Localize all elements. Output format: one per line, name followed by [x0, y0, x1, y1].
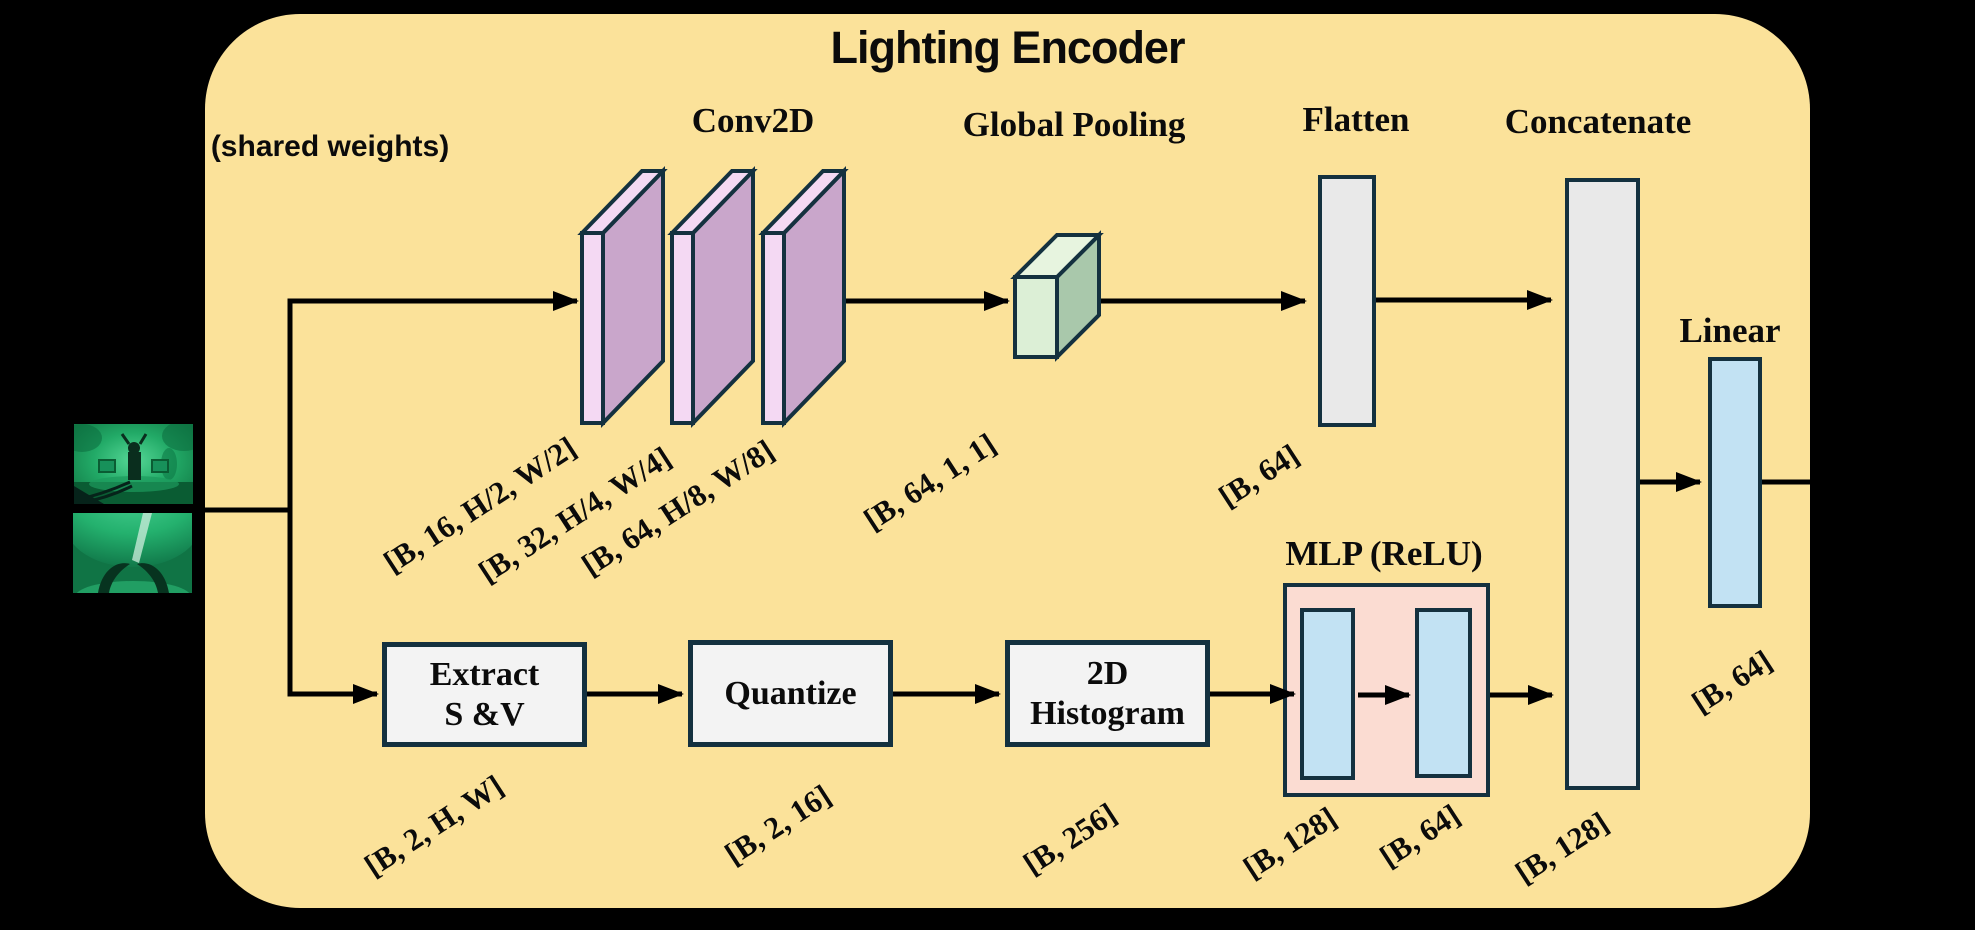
stage-label-mlp: MLP (ReLU)	[1285, 534, 1483, 573]
mlp-hidden-bar	[1300, 608, 1355, 780]
quantize-box: Quantize	[688, 640, 893, 747]
concatenate-bar	[1565, 178, 1640, 790]
encoder-panel	[205, 14, 1810, 908]
histogram-label-line2: Histogram	[1030, 694, 1185, 732]
input-image-bottom	[73, 513, 192, 593]
stage-label-global-pooling: Global Pooling	[962, 105, 1186, 144]
extract-box: Extract S &V	[382, 642, 587, 747]
extract-label-line1: Extract	[429, 656, 540, 694]
histogram-label-line1: 2D	[1086, 655, 1129, 693]
green-lab-photo-icon	[74, 424, 193, 504]
diagram-title: Lighting Encoder	[830, 22, 1186, 73]
stage-label-flatten: Flatten	[1302, 100, 1410, 139]
flatten-bar	[1318, 175, 1376, 427]
input-image-top	[74, 424, 193, 504]
histogram-box: 2D Histogram	[1005, 640, 1210, 747]
stage-label-concatenate: Concatenate	[1504, 102, 1692, 141]
quantize-label: Quantize	[724, 674, 857, 712]
mlp-output-bar	[1415, 608, 1472, 778]
shared-weights-note: (shared weights)	[210, 130, 450, 163]
linear-bar	[1708, 357, 1762, 608]
green-bowl-photo-icon	[73, 513, 192, 593]
stage-label-conv2d: Conv2D	[691, 101, 815, 140]
extract-label-line2: S &V	[444, 695, 525, 733]
stage-label-linear: Linear	[1679, 311, 1781, 350]
